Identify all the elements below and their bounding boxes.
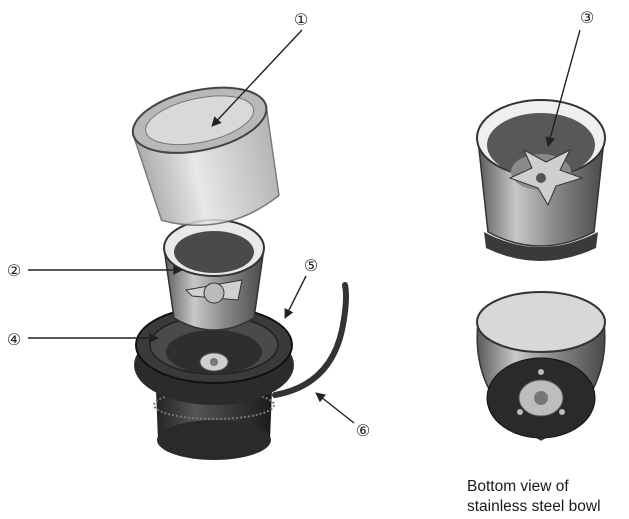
callout-6: ⑥ <box>356 421 370 440</box>
bowl-bottom-view <box>477 292 605 440</box>
caption-line-1: Bottom view of <box>467 477 627 497</box>
callout-3: ③ <box>580 8 594 27</box>
bowl-top-view <box>477 100 605 261</box>
transparent-lid <box>127 77 288 237</box>
callout-2: ② <box>7 261 21 280</box>
callout-4: ④ <box>7 330 21 349</box>
callout-1: ① <box>294 10 308 29</box>
bottom-view-caption: Bottom view of stainless steel bowl <box>467 477 627 517</box>
steel-bowl <box>164 220 264 330</box>
caption-line-2: stainless steel bowl <box>467 497 627 517</box>
leader-6 <box>316 393 354 423</box>
callout-5: ⑤ <box>304 256 318 275</box>
leader-5 <box>285 276 306 318</box>
